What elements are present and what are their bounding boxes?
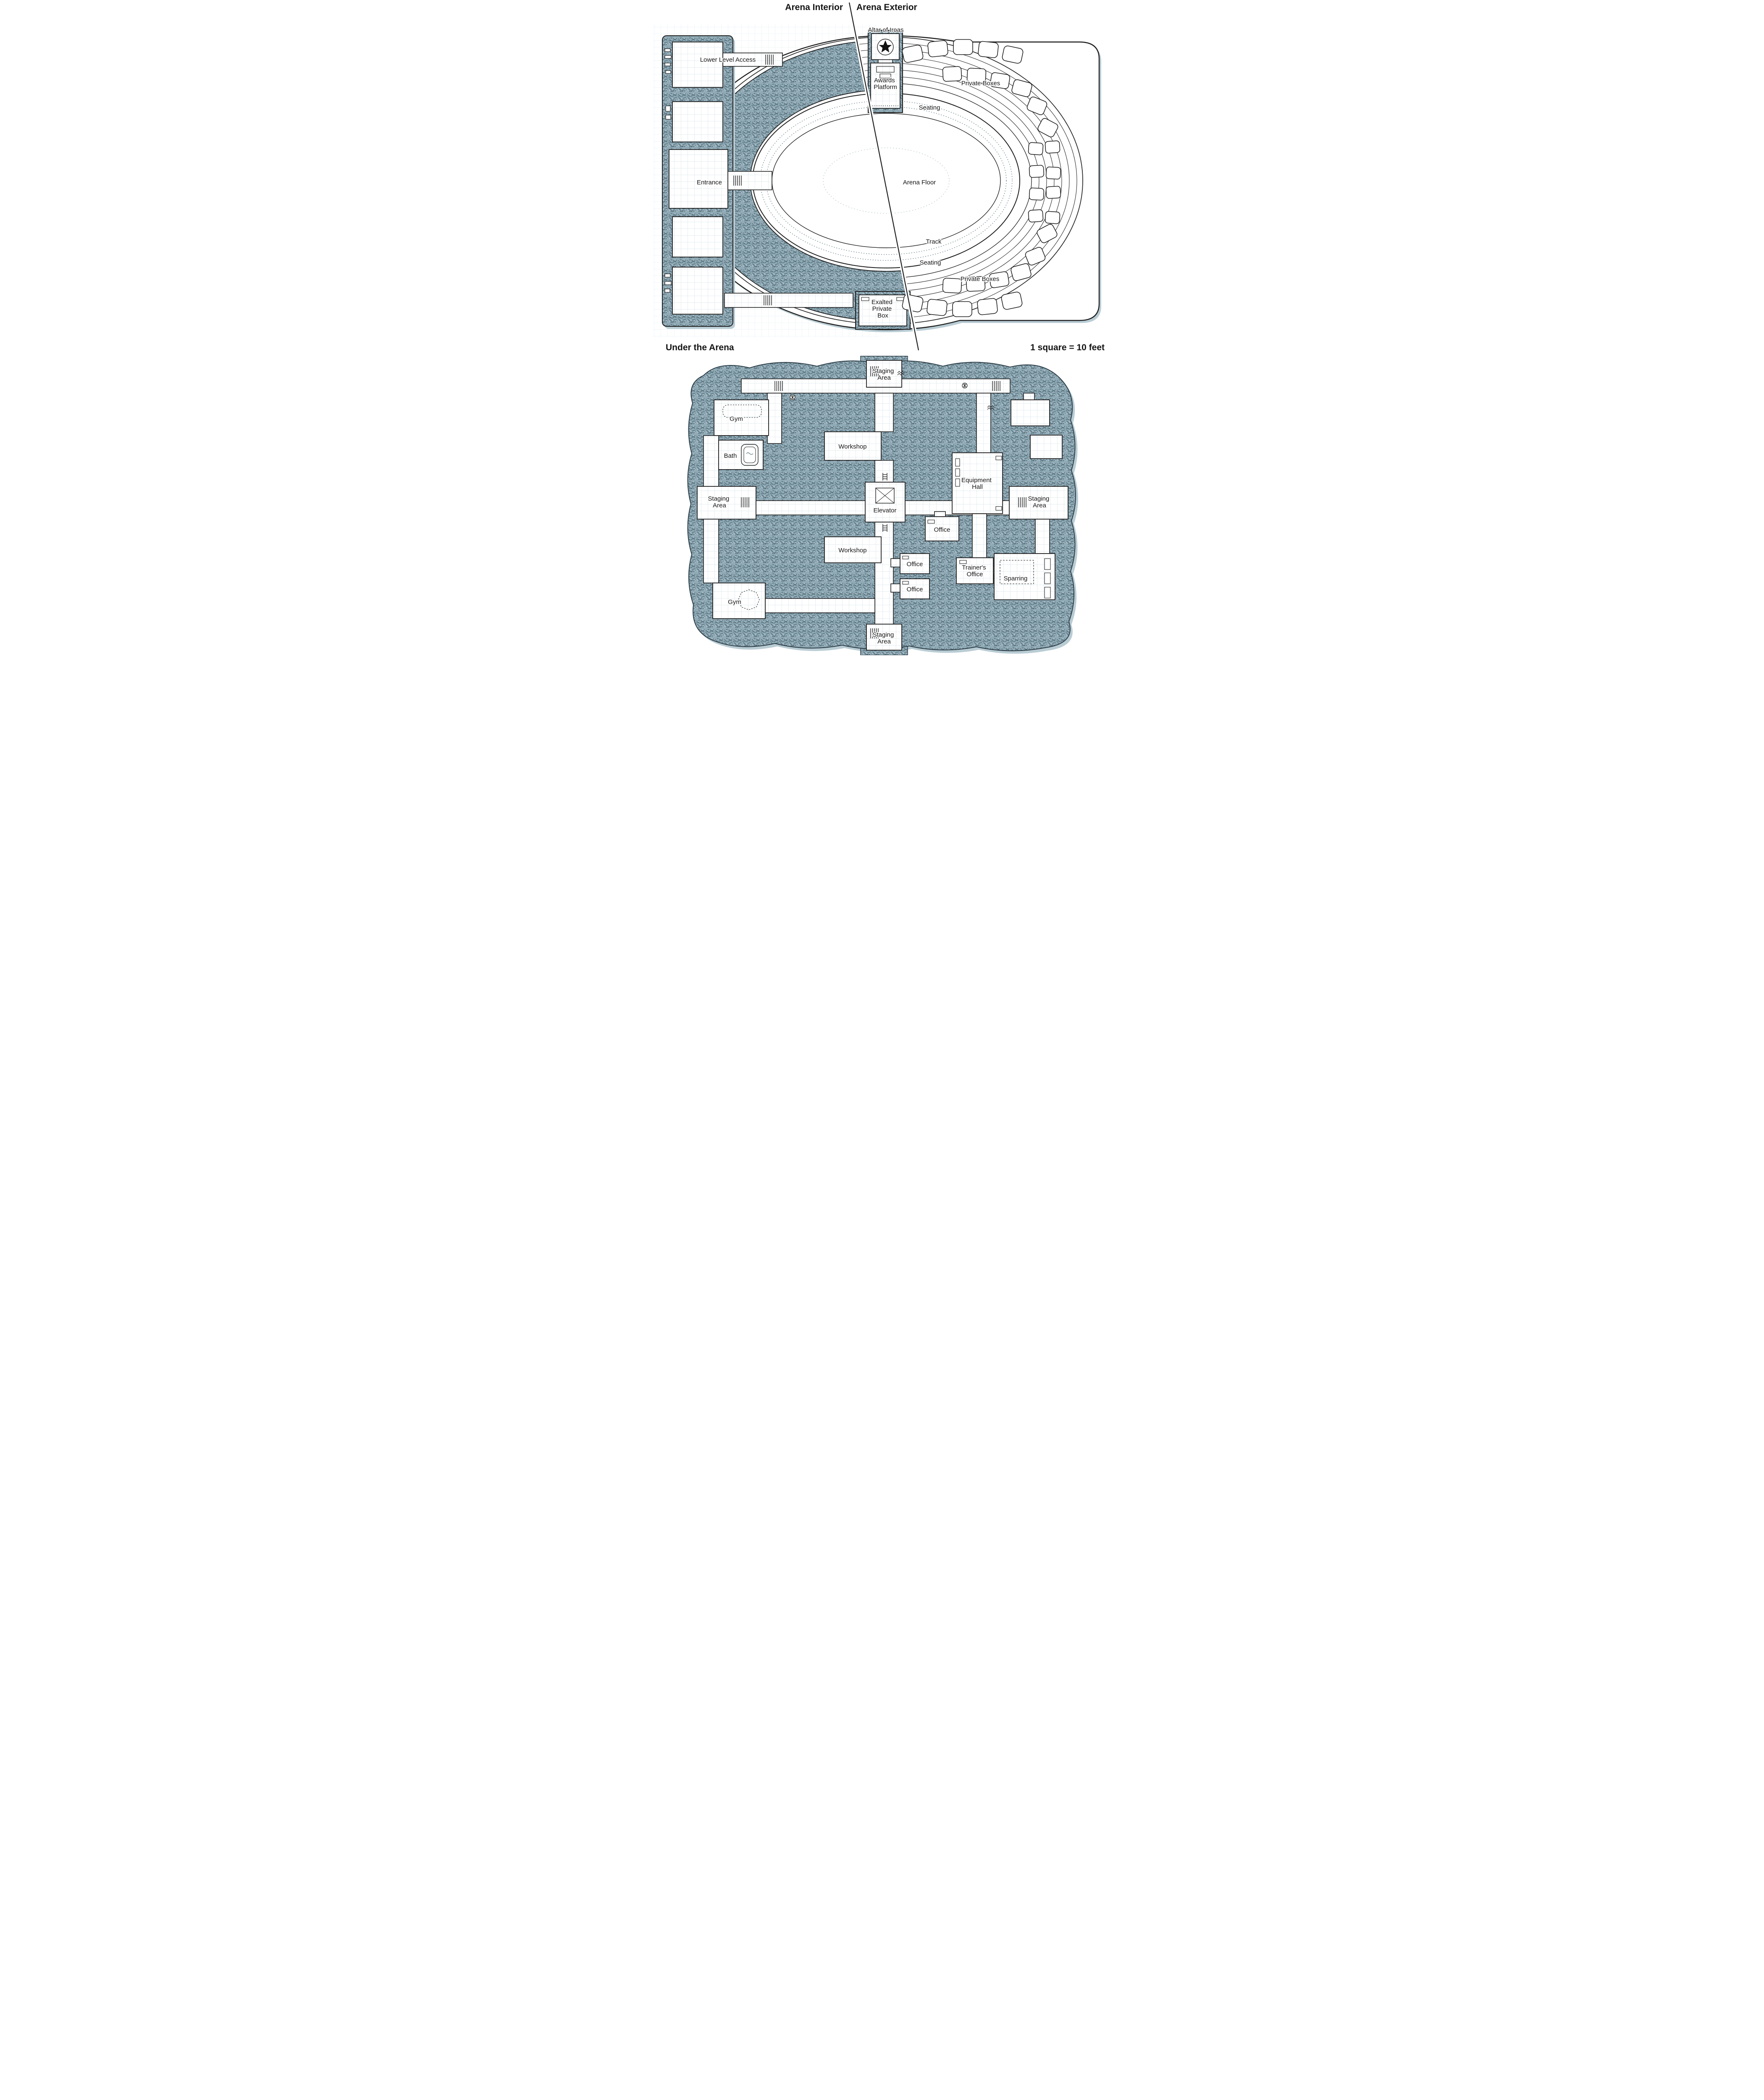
room-equipment-hall: [952, 452, 1003, 514]
corridor: [722, 52, 783, 67]
bath-tub-icon: [741, 444, 759, 466]
gym-mat-icon: [722, 404, 762, 418]
label-gym-lower: Gym: [728, 598, 741, 606]
section-divider-line: [848, 2, 919, 351]
label-awards-platform: Awards Platform: [874, 77, 897, 91]
label-seating-top: Seating: [919, 104, 940, 111]
room-gym-upper: [714, 399, 769, 436]
label-bath: Bath: [724, 452, 737, 459]
corridor: [874, 393, 894, 432]
room-lower-level-access: [672, 42, 723, 88]
scale-note: 1 square = 10 feet: [1030, 343, 1105, 352]
room-awards-platform: [870, 63, 900, 109]
label-altar-of-iroas: Altar of Iroas: [868, 26, 903, 34]
label-private-boxes-top: Private Boxes: [961, 80, 1000, 87]
gym-ring-icon: [738, 589, 760, 610]
title-arena-interior: Arena Interior: [785, 3, 843, 12]
label-staging-area-top: Staging Area: [872, 368, 895, 381]
label-trainers-office: Trainer's Office: [962, 564, 988, 578]
elevator-icon: [875, 472, 895, 532]
label-entrance: Entrance: [697, 179, 722, 186]
sparring-ring-icon: [1000, 558, 1051, 598]
battle-map-page: Arena Interior Arena Exterior Altar of I…: [640, 0, 1124, 655]
label-staging-area-bottom: Staging Area: [872, 631, 895, 645]
arena-map-svg: Arena Interior Arena Exterior Altar of I…: [653, 2, 1105, 655]
room: [1030, 435, 1063, 459]
label-gym-upper: Gym: [730, 415, 743, 423]
room-staging-area-left: [697, 486, 756, 520]
label-private-boxes-bottom: Private Boxes: [961, 276, 1000, 283]
label-office-lower: Office: [907, 586, 923, 593]
corridor: [976, 393, 991, 453]
label-office-middle: Office: [907, 561, 923, 568]
compass-mark-icon: [790, 394, 795, 400]
awards-furniture: [872, 66, 899, 106]
exalted-box-block: [855, 291, 911, 330]
corridor: [756, 500, 867, 515]
label-workshop-upper: Workshop: [838, 443, 866, 450]
label-staging-area-right: Staging Area: [1028, 495, 1051, 509]
label-office-upper: Office: [934, 526, 950, 533]
label-sparring: Sparring: [1004, 575, 1028, 582]
label-workshop-lower: Workshop: [838, 547, 866, 554]
section-divider: [847, 2, 921, 351]
entrance-corridor: [726, 171, 772, 190]
equipment-racks: [955, 456, 1002, 511]
label-exalted-private-box: Exalted Private Box: [872, 299, 894, 319]
label-equipment-hall: Equipment Hall: [961, 477, 993, 491]
private-boxes: [902, 39, 1061, 317]
label-seating-bottom: Seating: [920, 259, 941, 266]
title-arena-exterior: Arena Exterior: [856, 3, 917, 12]
label-arena-floor: Arena Floor: [903, 179, 936, 186]
corridor: [724, 293, 853, 308]
room-workshop-upper: [824, 431, 882, 461]
office-desks: [902, 520, 967, 585]
interior-left-rooms: [662, 35, 853, 329]
room-entrance-hall: [669, 149, 728, 209]
room: [672, 216, 723, 257]
under-icons: [722, 366, 1051, 639]
label-track: Track: [926, 238, 942, 245]
corridor: [1035, 519, 1050, 554]
room: [672, 101, 723, 142]
corridor: [972, 513, 987, 558]
corridor: [874, 460, 894, 483]
room-staging-area-right: [1009, 486, 1068, 520]
room-workshop-lower: [824, 536, 882, 563]
room: [1011, 399, 1050, 426]
label-elevator: Elevator: [873, 507, 896, 514]
furniture-icons: [664, 48, 672, 293]
corridor: [767, 393, 782, 444]
room: [672, 267, 723, 315]
under-arena-section: Under the Arena 1 square = 10 feet: [665, 342, 1105, 655]
arena-section: Arena Interior Arena Exterior Altar of I…: [653, 2, 1101, 351]
compass-mark-icon: [962, 383, 968, 388]
altar-awards-block: [868, 30, 903, 113]
corridor: [765, 598, 875, 613]
label-lower-level-access: Lower Level Access: [700, 56, 756, 63]
label-staging-area-left: Staging Area: [708, 495, 731, 509]
title-under-the-arena: Under the Arena: [666, 343, 734, 352]
